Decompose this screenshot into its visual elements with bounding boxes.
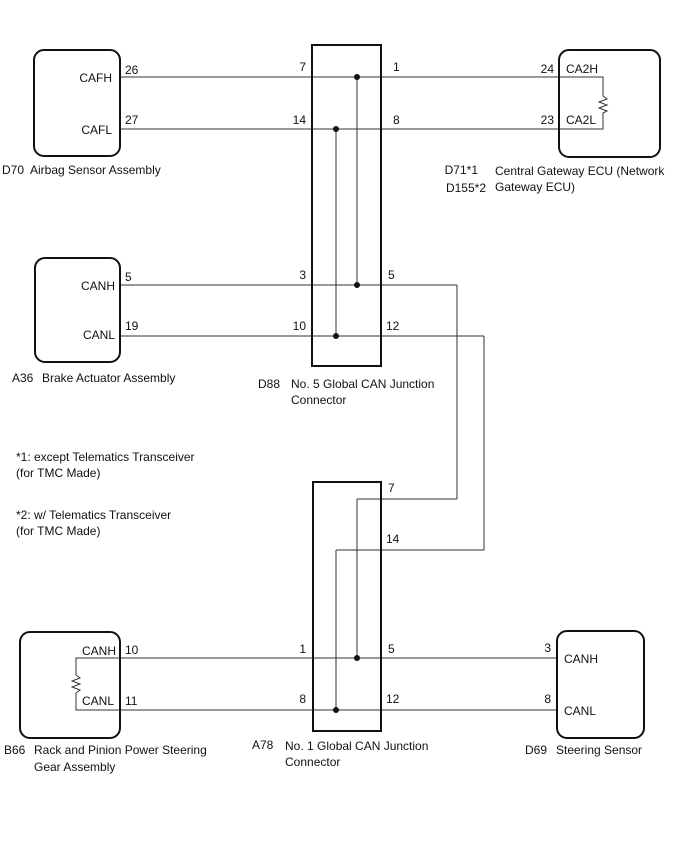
note-2-line-1: *2: w/ Telematics Transceiver: [16, 508, 171, 522]
d71-name-line1: Central Gateway ECU (Network: [495, 164, 665, 178]
splice-dot: [333, 126, 339, 132]
a78-junction-box: [312, 481, 382, 732]
d69-pin-l-label: CANL: [564, 704, 596, 718]
a36-brake-actuator-box: [34, 257, 121, 363]
d88-pin-right-h1: 1: [393, 60, 400, 74]
d71-pin-h-label: CA2H: [566, 62, 598, 76]
a36-pin-l-number: 19: [125, 319, 139, 333]
a78-pin-top-h: 7: [388, 481, 395, 495]
b66-code: B66: [4, 743, 26, 757]
d69-name: Steering Sensor: [556, 743, 642, 757]
d70-code: D70: [2, 163, 24, 177]
a78-name-line2: Connector: [285, 755, 340, 769]
b66-pin-h-label: CANH: [82, 644, 116, 658]
d69-pin-h-number: 3: [544, 641, 551, 655]
d71-pin-l-number: 23: [541, 113, 555, 127]
a78-name-line1: No. 1 Global CAN Junction: [285, 739, 428, 753]
d88-pin-left-h2: 3: [299, 268, 306, 282]
d71-code: D71*1: [445, 163, 479, 177]
splice-dot: [354, 655, 360, 661]
d71-pin-h-number: 24: [541, 62, 555, 76]
d70-pin-h-number: 26: [125, 63, 139, 77]
a78-pin-right-l: 12: [386, 692, 400, 706]
d155-code: D155*2: [446, 181, 486, 195]
a36-name: Brake Actuator Assembly: [42, 371, 175, 385]
b66-name-line2: Gear Assembly: [34, 760, 115, 774]
a36-code: A36: [12, 371, 34, 385]
d88-junction-box: [311, 44, 382, 367]
d88-code: D88: [258, 377, 280, 391]
d69-pin-h-label: CANH: [564, 652, 598, 666]
d88-pin-left-l2: 10: [293, 319, 307, 333]
a78-code: A78: [252, 738, 274, 752]
splice-dot: [333, 333, 339, 339]
d71-termination-resistor: [560, 76, 609, 130]
d88-pin-right-h2: 5: [388, 268, 395, 282]
d69-pin-l-number: 8: [544, 692, 551, 706]
splice-dot: [354, 74, 360, 80]
b66-name-line1: Rack and Pinion Power Steering: [34, 743, 207, 757]
d71-name-line2: Gateway ECU): [495, 180, 575, 194]
d69-code: D69: [525, 743, 547, 757]
d88-name-line2: Connector: [291, 393, 346, 407]
b66-pin-l-number: 11: [125, 694, 138, 708]
d88-pin-right-l2: 12: [386, 319, 400, 333]
d88-pin-right-l1: 8: [393, 113, 400, 127]
d69-steering-sensor-box: [556, 630, 645, 739]
splice-dot: [333, 707, 339, 713]
d70-pin-l-label: CAFL: [81, 123, 112, 137]
a78-pin-left-h: 1: [299, 642, 306, 656]
note-1-line-2: (for TMC Made): [16, 466, 100, 480]
d71-pin-l-label: CA2L: [566, 113, 596, 127]
a78-pin-left-l: 8: [299, 692, 306, 706]
a78-pin-right-h: 5: [388, 642, 395, 656]
d70-name: Airbag Sensor Assembly: [30, 163, 161, 177]
note-1-line-1: *1: except Telematics Transceiver: [16, 450, 195, 464]
b66-pin-h-number: 10: [125, 643, 139, 657]
b66-pin-l-label: CANL: [82, 694, 114, 708]
a36-pin-h-label: CANH: [81, 279, 115, 293]
b66-termination-resistor: [70, 657, 120, 711]
d70-pin-l-number: 27: [125, 113, 139, 127]
d88-pin-left-h1: 7: [299, 60, 306, 74]
note-2-line-2: (for TMC Made): [16, 524, 100, 538]
d70-airbag-sensor-box: [33, 49, 121, 157]
d88-name-line1: No. 5 Global CAN Junction: [291, 377, 434, 391]
splice-dot: [354, 282, 360, 288]
d88-pin-left-l1: 14: [293, 113, 307, 127]
a36-pin-h-number: 5: [125, 270, 132, 284]
a78-pin-top-l: 14: [386, 532, 400, 546]
a36-pin-l-label: CANL: [83, 328, 115, 342]
d70-pin-h-label: CAFH: [79, 71, 112, 85]
